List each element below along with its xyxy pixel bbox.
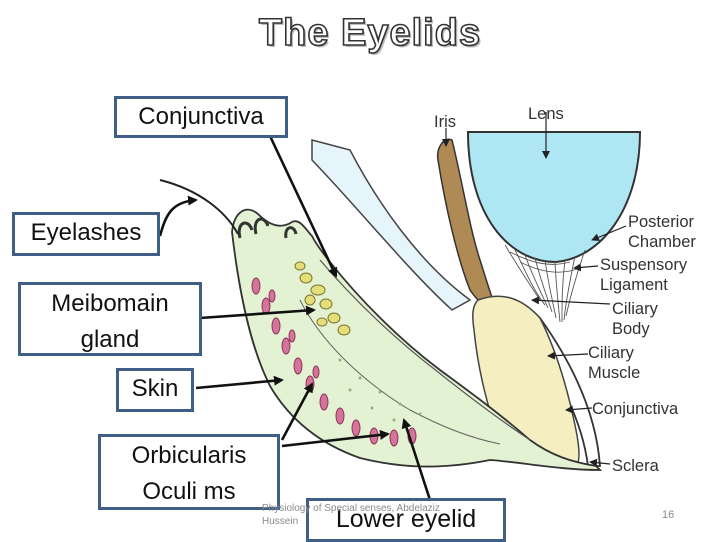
meibomian-callout-line1: Meibomain bbox=[51, 290, 169, 317]
lens-shape bbox=[466, 131, 642, 264]
ciliary-body-label-line2: Body bbox=[612, 320, 650, 338]
orbicularis-callout-line1: Orbicularis bbox=[131, 442, 247, 469]
conjunctiva-lining bbox=[319, 259, 531, 441]
cornea-shape bbox=[311, 139, 472, 311]
page-number: 16 bbox=[662, 509, 675, 521]
eyelash-follicles bbox=[237, 217, 298, 239]
lower-eyelid-callout-text: Lower eyelid bbox=[335, 505, 477, 533]
orbicularis-callout-line2: Oculi ms bbox=[142, 478, 236, 505]
iris-label: Iris bbox=[434, 113, 456, 131]
ciliary-body-label-line1: Ciliary bbox=[612, 300, 658, 318]
conjunctiva-figure-label: Conjunctiva bbox=[592, 400, 679, 418]
ciliary-muscle-label-line2: Muscle bbox=[588, 364, 641, 382]
conjunctiva-callout: Conjunctiva bbox=[114, 96, 288, 138]
meibomian-gland-lobules bbox=[294, 261, 351, 336]
eyelashes-callout: Eyelashes bbox=[12, 212, 160, 256]
orbicularis-callout: Orbicularis Oculi ms bbox=[98, 434, 280, 510]
slide-footer: Physiology of Special senses, Abdelaziz … bbox=[262, 503, 440, 527]
skin-callout: Skin bbox=[116, 368, 194, 412]
meibomian-callout-line2: gland bbox=[80, 326, 140, 353]
slide-title: The Eyelids bbox=[258, 11, 482, 55]
lens-label: Lens bbox=[528, 105, 564, 123]
eyelashes-callout-text: Eyelashes bbox=[30, 219, 142, 246]
figure-label-pointers bbox=[442, 112, 627, 467]
suspensory-ligament-label-line1: Suspensory bbox=[600, 256, 688, 274]
eyelid-inner-fold bbox=[299, 299, 501, 445]
eyelashes-arrow bbox=[158, 195, 198, 237]
tissue-texture-dots bbox=[338, 358, 422, 422]
meibomian-gland-callout: Meibomain gland bbox=[18, 282, 202, 356]
posterior-chamber-label-line2: Chamber bbox=[628, 233, 696, 251]
sclera-label: Sclera bbox=[612, 457, 659, 475]
callout-arrows bbox=[195, 135, 432, 501]
conjunctiva-callout-text: Conjunctiva bbox=[138, 103, 264, 130]
skin-callout-text: Skin bbox=[131, 375, 179, 402]
eyelash-strand bbox=[159, 179, 239, 235]
suspensory-ligament-label-line2: Ligament bbox=[600, 276, 668, 294]
ciliary-muscle-label-line1: Ciliary bbox=[588, 344, 634, 362]
posterior-chamber-label-line1: Posterior bbox=[628, 213, 695, 231]
